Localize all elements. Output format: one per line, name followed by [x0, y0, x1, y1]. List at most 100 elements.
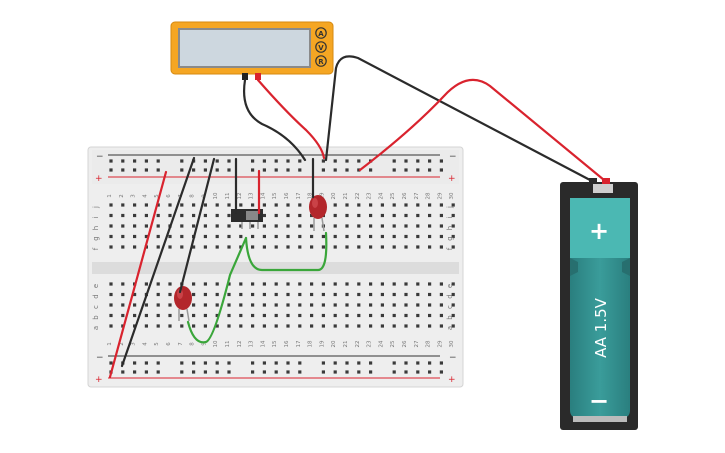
- breadboard-hole[interactable]: [286, 313, 290, 318]
- slide-switch[interactable]: [231, 209, 263, 229]
- breadboard-hole[interactable]: [333, 303, 337, 307]
- breadboard-hole[interactable]: [121, 282, 125, 286]
- breadboard-hole[interactable]: [168, 245, 172, 249]
- breadboard-hole[interactable]: [180, 361, 184, 365]
- breadboard-hole[interactable]: [298, 234, 302, 239]
- breadboard-hole[interactable]: [345, 361, 349, 365]
- breadboard-hole[interactable]: [251, 234, 255, 239]
- breadboard-hole[interactable]: [451, 292, 455, 297]
- breadboard-hole[interactable]: [168, 292, 172, 297]
- breadboard-hole[interactable]: [439, 159, 443, 163]
- breadboard-hole[interactable]: [121, 292, 125, 297]
- breadboard-hole[interactable]: [345, 224, 349, 228]
- breadboard-hole[interactable]: [439, 370, 443, 374]
- breadboard-hole[interactable]: [357, 282, 361, 286]
- breadboard-hole[interactable]: [192, 168, 196, 172]
- breadboard-hole[interactable]: [310, 234, 314, 239]
- breadboard-hole[interactable]: [428, 234, 432, 239]
- breadboard-hole[interactable]: [451, 303, 455, 307]
- breadboard-hole[interactable]: [439, 324, 443, 328]
- breadboard-hole[interactable]: [321, 361, 325, 365]
- led-right[interactable]: [309, 195, 327, 232]
- breadboard-hole[interactable]: [298, 168, 302, 172]
- breadboard-hole[interactable]: [310, 303, 314, 307]
- breadboard-hole[interactable]: [203, 234, 207, 239]
- breadboard-hole[interactable]: [345, 159, 349, 163]
- breadboard-hole[interactable]: [274, 224, 278, 228]
- breadboard-hole[interactable]: [133, 292, 137, 297]
- breadboard-hole[interactable]: [286, 224, 290, 228]
- breadboard-hole[interactable]: [133, 313, 137, 318]
- breadboard-hole[interactable]: [369, 361, 373, 365]
- breadboard-hole[interactable]: [357, 159, 361, 163]
- breadboard-hole[interactable]: [286, 303, 290, 307]
- breadboard-hole[interactable]: [357, 245, 361, 249]
- breadboard-hole[interactable]: [439, 361, 443, 365]
- breadboard-hole[interactable]: [333, 324, 337, 328]
- breadboard-hole[interactable]: [262, 361, 266, 365]
- breadboard-hole[interactable]: [321, 168, 325, 172]
- breadboard-hole[interactable]: [333, 370, 337, 374]
- breadboard-hole[interactable]: [333, 234, 337, 239]
- breadboard-hole[interactable]: [109, 168, 113, 172]
- breadboard-hole[interactable]: [121, 234, 125, 239]
- breadboard-hole[interactable]: [439, 292, 443, 297]
- breadboard-hole[interactable]: [369, 203, 373, 207]
- multimeter-mode-v[interactable]: V: [315, 41, 327, 53]
- breadboard-hole[interactable]: [439, 234, 443, 239]
- breadboard-hole[interactable]: [262, 370, 266, 374]
- breadboard-hole[interactable]: [109, 203, 113, 207]
- breadboard-hole[interactable]: [239, 203, 243, 207]
- breadboard-hole[interactable]: [392, 168, 396, 172]
- breadboard-hole[interactable]: [298, 361, 302, 365]
- breadboard-hole[interactable]: [215, 234, 219, 239]
- breadboard-hole[interactable]: [156, 361, 160, 365]
- breadboard-hole[interactable]: [251, 303, 255, 307]
- breadboard-hole[interactable]: [274, 370, 278, 374]
- breadboard-hole[interactable]: [404, 245, 408, 249]
- breadboard-hole[interactable]: [333, 224, 337, 228]
- breadboard-hole[interactable]: [380, 245, 384, 249]
- breadboard-hole[interactable]: [203, 224, 207, 228]
- breadboard-hole[interactable]: [168, 203, 172, 207]
- breadboard-hole[interactable]: [392, 282, 396, 286]
- breadboard-hole[interactable]: [215, 159, 219, 163]
- breadboard-hole[interactable]: [109, 292, 113, 297]
- breadboard-hole[interactable]: [369, 370, 373, 374]
- breadboard-hole[interactable]: [392, 224, 396, 228]
- breadboard-hole[interactable]: [416, 370, 420, 374]
- breadboard-hole[interactable]: [439, 203, 443, 207]
- breadboard-hole[interactable]: [416, 282, 420, 286]
- breadboard-hole[interactable]: [121, 245, 125, 249]
- breadboard-hole[interactable]: [298, 159, 302, 163]
- breadboard-hole[interactable]: [168, 313, 172, 318]
- breadboard-hole[interactable]: [156, 324, 160, 328]
- breadboard-hole[interactable]: [286, 203, 290, 207]
- breadboard-hole[interactable]: [404, 159, 408, 163]
- breadboard-hole[interactable]: [239, 324, 243, 328]
- breadboard-hole[interactable]: [392, 203, 396, 207]
- breadboard-hole[interactable]: [156, 234, 160, 239]
- breadboard-hole[interactable]: [333, 203, 337, 207]
- breadboard-hole[interactable]: [298, 224, 302, 228]
- breadboard-hole[interactable]: [156, 303, 160, 307]
- breadboard-hole[interactable]: [239, 292, 243, 297]
- breadboard-hole[interactable]: [133, 213, 137, 218]
- breadboard-hole[interactable]: [109, 245, 113, 249]
- breadboard-hole[interactable]: [428, 292, 432, 297]
- breadboard-hole[interactable]: [404, 303, 408, 307]
- breadboard-hole[interactable]: [168, 213, 172, 218]
- breadboard-hole[interactable]: [369, 292, 373, 297]
- breadboard-hole[interactable]: [251, 292, 255, 297]
- breadboard-hole[interactable]: [192, 245, 196, 249]
- breadboard-hole[interactable]: [215, 324, 219, 328]
- breadboard-hole[interactable]: [203, 292, 207, 297]
- breadboard-hole[interactable]: [345, 213, 349, 218]
- breadboard-hole[interactable]: [357, 234, 361, 239]
- breadboard-hole[interactable]: [215, 168, 219, 172]
- breadboard-hole[interactable]: [144, 313, 148, 318]
- breadboard-hole[interactable]: [262, 245, 266, 249]
- breadboard-hole[interactable]: [251, 245, 255, 249]
- multimeter-mode-r[interactable]: R: [315, 55, 327, 67]
- breadboard-hole[interactable]: [274, 168, 278, 172]
